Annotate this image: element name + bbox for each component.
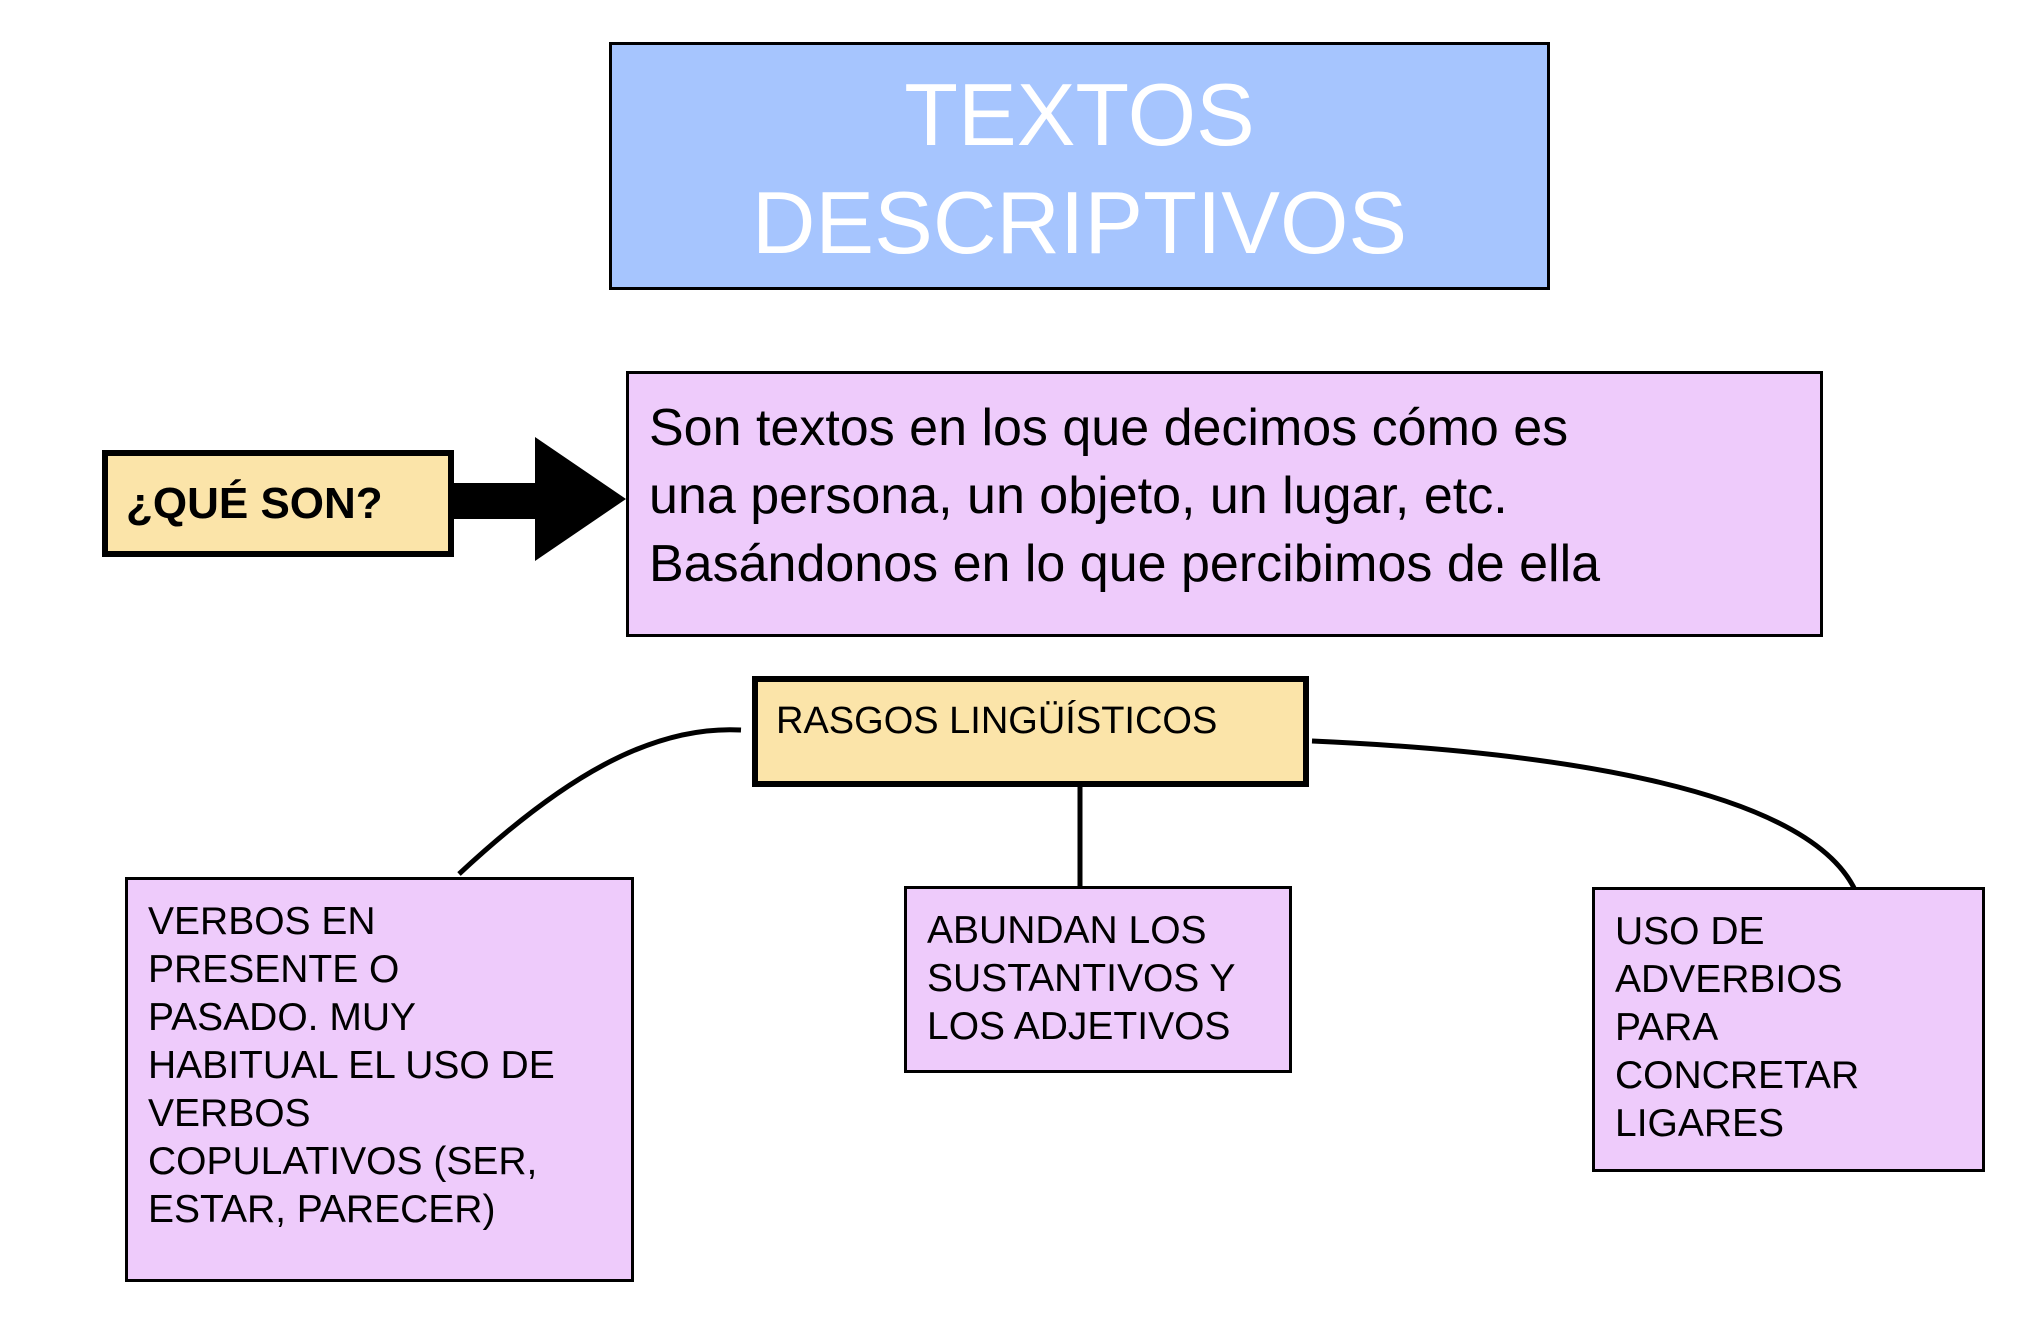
feature-adverbs-box: USO DE ADVERBIOS PARA CONCRETAR LIGARES (1592, 887, 1985, 1172)
feature-line: PASADO. MUY (148, 996, 416, 1039)
title-box: TEXTOS DESCRIPTIVOS (609, 42, 1550, 290)
definition-box: Son textos en los que decimos cómo es un… (626, 371, 1823, 637)
feature-line: VERBOS (148, 1092, 311, 1135)
title-line-1: TEXTOS (904, 65, 1255, 164)
title-line-2: DESCRIPTIVOS (751, 173, 1408, 272)
feature-nouns-box: ABUNDAN LOS SUSTANTIVOS Y LOS ADJETIVOS (904, 886, 1292, 1073)
feature-line: PARA (1615, 1006, 1719, 1049)
feature-line: LOS ADJETIVOS (927, 1005, 1231, 1048)
connector-left (457, 727, 742, 876)
feature-line: CONCRETAR (1615, 1054, 1860, 1097)
feature-line: COPULATIVOS (SER, (148, 1140, 538, 1183)
feature-line: USO DE (1615, 910, 1765, 953)
question-box: ¿QUÉ SON? (102, 450, 454, 557)
feature-line: SUSTANTIVOS Y (927, 957, 1236, 1000)
feature-verbs-box: VERBOS EN PRESENTE O PASADO. MUY HABITUA… (125, 877, 634, 1282)
feature-line: HABITUAL EL USO DE (148, 1044, 555, 1087)
feature-line: VERBOS EN (148, 900, 376, 943)
features-label: RASGOS LINGÜÍSTICOS (776, 700, 1218, 742)
definition-line: Basándonos en lo que percibimos de ella (649, 535, 1601, 593)
question-label: ¿QUÉ SON? (126, 478, 383, 528)
feature-line: ADVERBIOS (1615, 958, 1843, 1001)
definition-line: Son textos en los que decimos cómo es (649, 399, 1569, 457)
definition-line: una persona, un objeto, un lugar, etc. (649, 467, 1508, 525)
feature-line: ABUNDAN LOS (927, 909, 1207, 952)
arrow-right-icon (454, 437, 626, 561)
connector-right (1311, 738, 1859, 894)
features-box: RASGOS LINGÜÍSTICOS (752, 676, 1309, 787)
feature-line: ESTAR, PARECER) (148, 1188, 496, 1231)
feature-line: LIGARES (1615, 1102, 1785, 1145)
feature-line: PRESENTE O (148, 948, 400, 991)
